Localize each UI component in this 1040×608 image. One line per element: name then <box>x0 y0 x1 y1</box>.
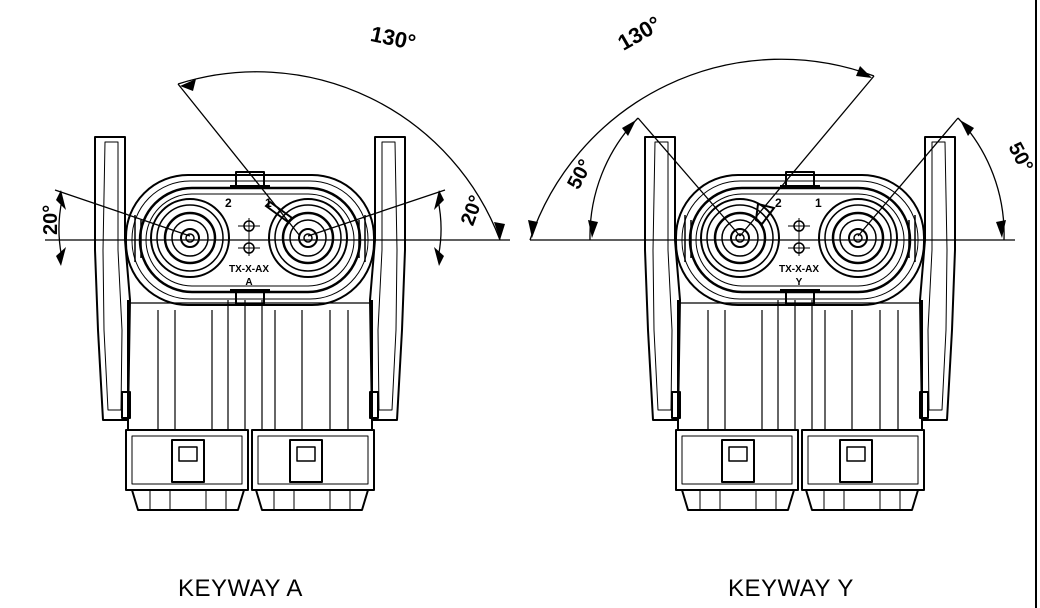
pin-label-2-a: 2 <box>225 196 232 210</box>
pin-label-1-a: 1 <box>265 196 272 210</box>
view-keyway-a: 130° 20° 20° 2 1 TX-X-AX A <box>40 21 510 512</box>
connector-body-y <box>643 135 957 512</box>
caption-keyway-y: KEYWAY Y <box>728 575 854 602</box>
angle-label-top-a: 130° <box>368 21 418 55</box>
dimension-arrows-a <box>56 79 505 266</box>
marking-line1-a: TX-X-AX <box>229 264 269 275</box>
angle-label-left-y: 50° <box>563 156 597 193</box>
angle-label-right-a: 20° <box>457 193 488 229</box>
marking-line2-y: Y <box>796 277 803 288</box>
pin-label-1-y: 1 <box>815 196 822 210</box>
marking-line1-y: TX-X-AX <box>779 264 819 275</box>
dimension-lines-a <box>45 71 510 259</box>
connector-body-a <box>93 135 407 512</box>
dimension-arrows-y <box>528 66 1006 238</box>
angle-label-left-a: 20° <box>40 205 62 235</box>
view-keyway-y: 130° 50° 50° 2 1 TX-X-AX Y <box>528 11 1038 512</box>
angle-label-top-y: 130° <box>613 11 665 55</box>
pin-label-2-y: 2 <box>775 196 782 210</box>
drawing-frame-border <box>1035 0 1037 608</box>
caption-keyway-a: KEYWAY A <box>178 575 303 602</box>
angle-label-right-y: 50° <box>1004 139 1038 176</box>
key-marker-y <box>754 202 776 226</box>
marking-line2-a: A <box>245 277 252 288</box>
dimension-lines-y <box>529 58 1015 241</box>
